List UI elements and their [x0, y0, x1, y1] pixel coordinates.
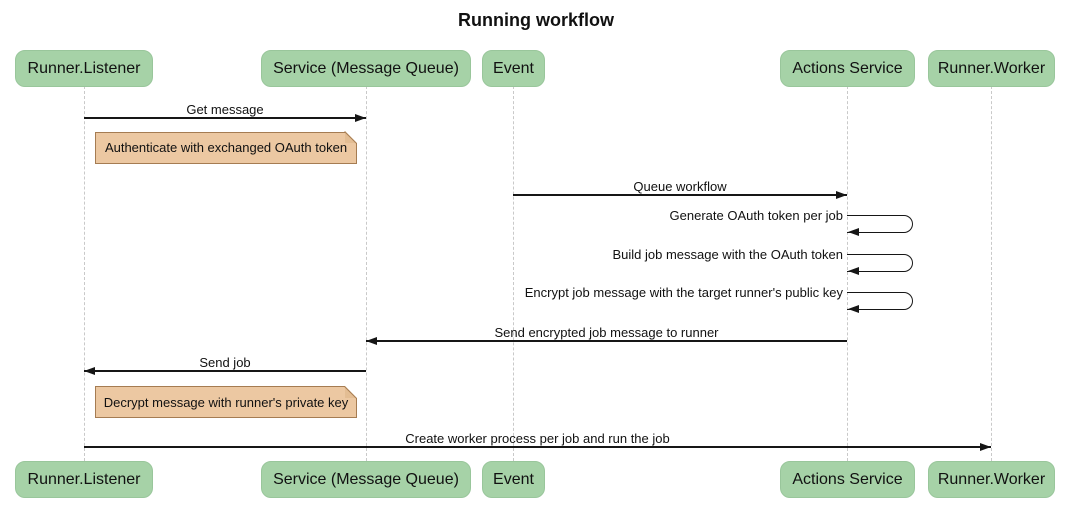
- message-label-send-encrypted: Send encrypted job message to runner: [494, 325, 719, 340]
- self-message-loop: [847, 254, 913, 272]
- arrowhead-right-icon: [980, 442, 991, 451]
- message-label-queue-workflow: Queue workflow: [633, 179, 727, 194]
- diagram-title: Running workflow: [458, 10, 614, 30]
- note-fold-icon: [345, 385, 358, 398]
- actor-service-message-queue-top: Service (Message Queue): [261, 50, 471, 87]
- message-label-send-job: Send job: [199, 355, 251, 370]
- arrowhead-left-icon: [848, 227, 859, 236]
- actor-runner-listener-top: Runner.Listener: [15, 50, 153, 87]
- message-line: [84, 446, 991, 448]
- arrowhead-right-icon: [355, 113, 366, 122]
- lifeline-service-message-queue: [366, 86, 367, 461]
- arrowhead-right-icon: [836, 190, 847, 199]
- self-message-label-generate-oauth: Generate OAuth token per job: [669, 208, 843, 223]
- actor-actions-service-top: Actions Service: [780, 50, 915, 87]
- message-line: [513, 194, 847, 196]
- note-authenticate: Authenticate with exchanged OAuth token: [95, 131, 358, 164]
- arrowhead-left-icon: [366, 336, 377, 345]
- actor-actions-service-bottom: Actions Service: [780, 461, 915, 498]
- note-decrypt: Decrypt message with runner's private ke…: [95, 385, 358, 418]
- lifeline-actions-service: [847, 86, 848, 461]
- message-label-get-message: Get message: [186, 102, 264, 117]
- arrowhead-left-icon: [848, 304, 859, 313]
- message-line: [366, 340, 847, 342]
- actor-event-top: Event: [482, 50, 545, 87]
- note-text: Authenticate with exchanged OAuth token: [104, 140, 348, 155]
- self-message-label-build-job-message: Build job message with the OAuth token: [612, 247, 843, 262]
- arrowhead-left-icon: [848, 266, 859, 275]
- actor-service-message-queue-bottom: Service (Message Queue): [261, 461, 471, 498]
- self-message-label-encrypt-job-message: Encrypt job message with the target runn…: [524, 285, 843, 300]
- lifeline-runner-worker: [991, 86, 992, 461]
- message-label-create-worker: Create worker process per job and run th…: [405, 431, 670, 446]
- note-text: Decrypt message with runner's private ke…: [103, 394, 349, 410]
- message-line: [84, 370, 366, 372]
- self-message-loop: [847, 215, 913, 233]
- self-message-loop: [847, 292, 913, 310]
- lifeline-event: [513, 86, 514, 461]
- actor-runner-worker-top: Runner.Worker: [928, 50, 1055, 87]
- message-line: [84, 117, 366, 119]
- arrowhead-left-icon: [84, 366, 95, 375]
- actor-event-bottom: Event: [482, 461, 545, 498]
- actor-runner-listener-bottom: Runner.Listener: [15, 461, 153, 498]
- actor-runner-worker-bottom: Runner.Worker: [928, 461, 1055, 498]
- lifeline-runner-listener: [84, 86, 85, 461]
